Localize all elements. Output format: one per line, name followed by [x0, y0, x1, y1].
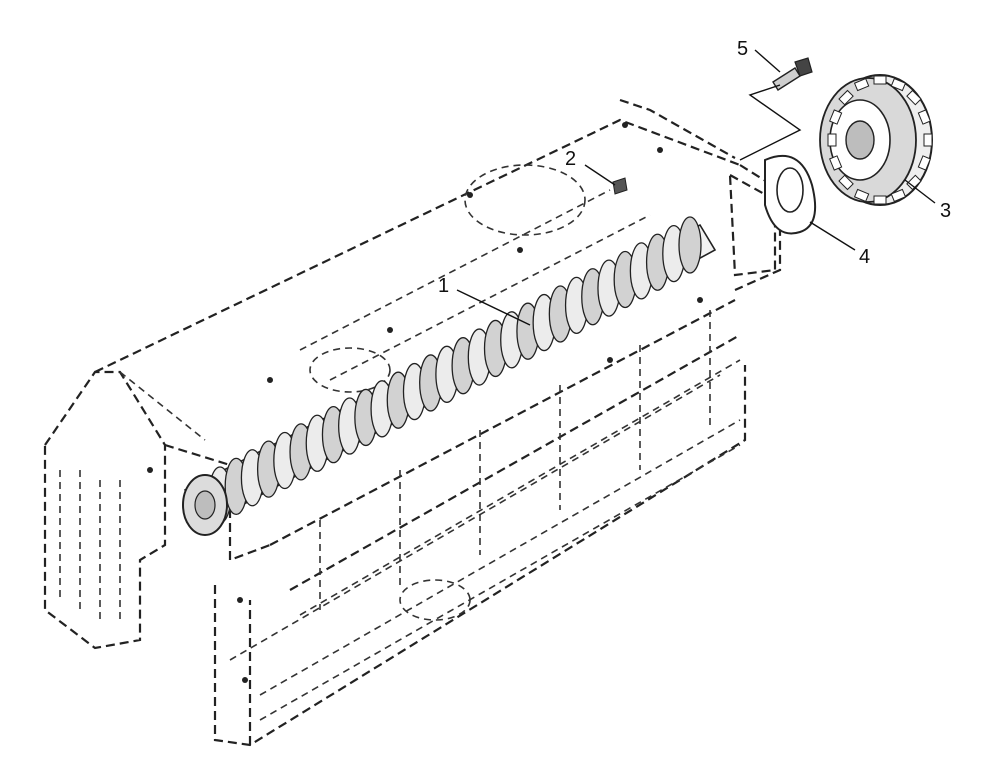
cam-lobe: [678, 216, 702, 274]
gear-tooth: [917, 109, 931, 125]
callout-5: 5: [737, 38, 748, 60]
gear-tooth: [923, 133, 933, 147]
dowel-pin: [612, 177, 628, 195]
leader-5: [754, 49, 781, 73]
callout-4: 4: [859, 246, 870, 268]
callout-2: 2: [565, 148, 576, 170]
camshaft-gear: [819, 74, 933, 206]
gear-teeth: [827, 75, 933, 205]
gear-tooth: [827, 133, 837, 147]
leader-lines: [456, 49, 936, 326]
leader-2: [584, 164, 616, 186]
leader-4: [809, 221, 856, 251]
gear-tooth: [853, 77, 870, 92]
engine-block-outline: [43, 98, 782, 747]
gear-tooth: [873, 195, 887, 205]
gear-tooth: [853, 188, 870, 203]
gear-tooth: [829, 155, 843, 171]
gear-tooth: [906, 89, 922, 106]
camshaft-lobes: [208, 216, 702, 524]
gear-tooth: [829, 109, 843, 125]
gear-tooth: [890, 77, 907, 92]
gear-tooth: [838, 89, 854, 106]
gasket: [764, 155, 816, 235]
gear-tooth: [873, 75, 887, 85]
gear-tooth: [917, 155, 931, 171]
gear-tooth: [890, 188, 907, 203]
gear-tooth: [838, 174, 854, 191]
camshaft: [182, 216, 717, 536]
callout-3: 3: [940, 200, 951, 222]
bolt-to-flange-path: [739, 84, 802, 161]
leader-3: [904, 179, 936, 204]
gear-tooth: [906, 174, 922, 191]
leader-1: [456, 289, 531, 326]
callout-1: 1: [438, 275, 449, 297]
